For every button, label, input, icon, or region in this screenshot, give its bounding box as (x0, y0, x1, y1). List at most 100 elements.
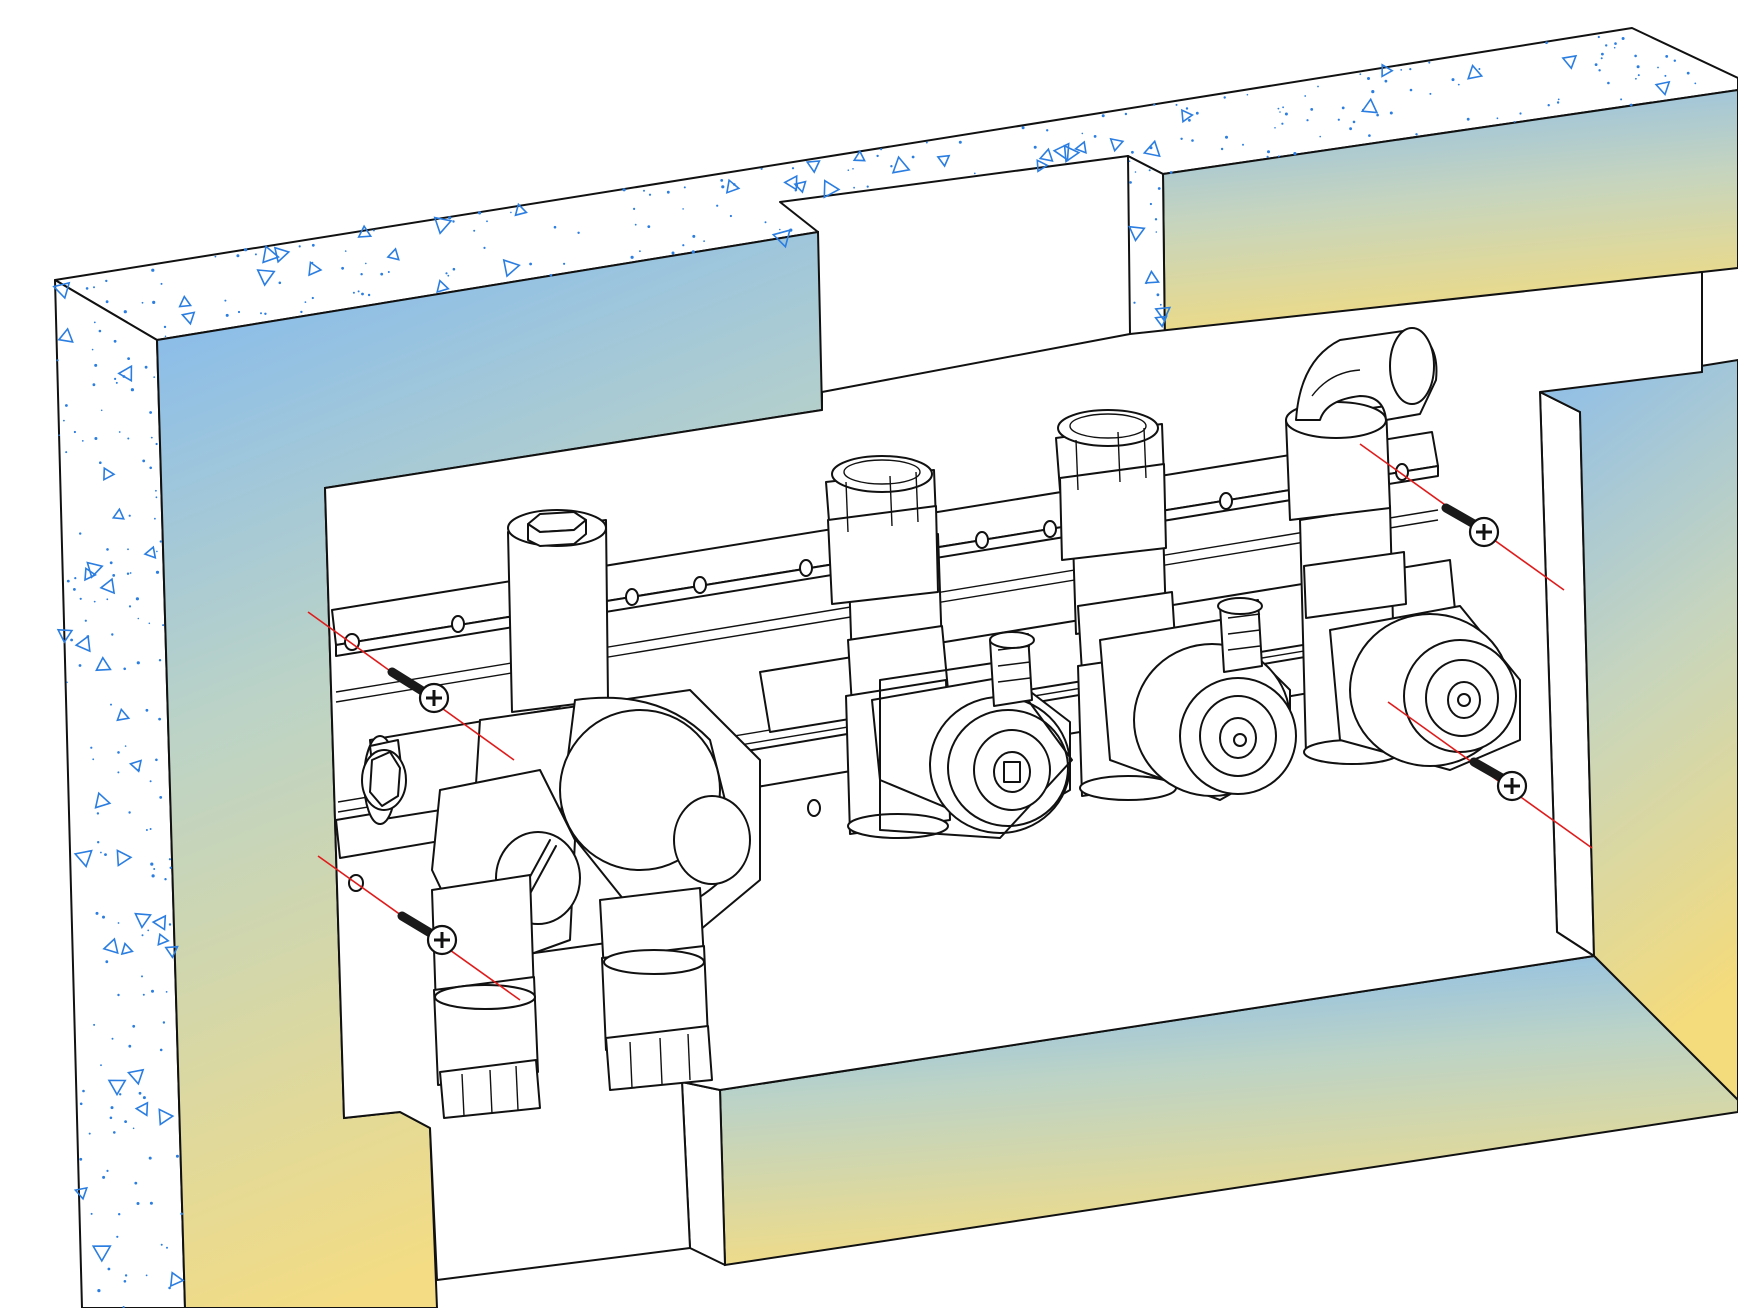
speckle-mark (876, 154, 879, 158)
speckle-mark (1496, 117, 1499, 120)
speckle-mark (1277, 155, 1280, 158)
speckle-mark (136, 1202, 140, 1205)
speckle-mark (648, 193, 652, 196)
aggregate-mark (134, 912, 152, 929)
speckle-mark (159, 796, 163, 799)
speckle-mark (733, 183, 736, 186)
speckle-mark (1545, 41, 1548, 44)
speckle-mark (853, 186, 855, 189)
speckle-mark (1225, 135, 1228, 139)
speckle-mark (148, 622, 151, 625)
speckle-mark (156, 550, 158, 553)
speckle-mark (1478, 68, 1481, 70)
speckle-mark (794, 189, 797, 192)
speckle-mark (973, 172, 976, 175)
speckle-mark (141, 934, 144, 937)
speckle-mark (117, 751, 120, 754)
speckle-mark (633, 207, 636, 210)
speckle-mark (1317, 85, 1319, 88)
speckle-mark (634, 223, 637, 226)
aggregate-mark (1381, 63, 1394, 78)
speckle-mark (155, 496, 158, 499)
concrete-pattern (52, 35, 1697, 1308)
fixing-screws (387, 503, 1528, 956)
speckle-mark (129, 572, 132, 574)
speckle-mark (66, 681, 68, 684)
speckle-mark (1605, 44, 1608, 47)
wall-left-surface (54, 279, 186, 1308)
speckle-mark (703, 240, 705, 243)
speckle-mark (1185, 107, 1189, 110)
speckle-mark (1597, 35, 1600, 39)
speckle-mark (155, 442, 158, 446)
speckle-mark (1149, 146, 1153, 150)
speckle-mark (682, 244, 685, 247)
aggregate-mark (120, 942, 134, 956)
speckle-mark (1284, 112, 1288, 116)
screw-icon (1441, 503, 1500, 548)
speckle-mark (795, 183, 799, 187)
aggregate-mark (1074, 140, 1087, 155)
speckle-mark (1635, 77, 1637, 80)
aggregate-mark (357, 224, 373, 238)
speckle-mark (56, 359, 59, 362)
speckle-mark (890, 165, 893, 168)
aggregate-mark (1154, 315, 1168, 328)
speckle-mark (149, 828, 152, 830)
speckle-mark (102, 1175, 106, 1179)
speckle-mark (486, 220, 488, 223)
speckle-mark (123, 1280, 127, 1283)
speckle-mark (90, 1212, 93, 1215)
aggregate-mark (1128, 225, 1146, 242)
speckle-mark (225, 313, 229, 317)
aggregate-mark (823, 179, 841, 199)
speckle-mark (74, 577, 77, 580)
speckle-mark (1451, 78, 1455, 82)
speckle-mark (122, 375, 126, 378)
speckle-mark (1169, 171, 1173, 174)
speckle-mark (1046, 129, 1049, 132)
speckle-mark (70, 638, 73, 642)
speckle-mark (254, 253, 257, 256)
speckle-mark (141, 301, 144, 304)
aggregate-mark (433, 216, 453, 235)
speckle-mark (1600, 57, 1603, 60)
speckle-mark (1547, 104, 1550, 107)
speckle-mark (148, 1156, 152, 1160)
speckle-mark (311, 296, 314, 300)
aggregate-mark (1052, 142, 1070, 162)
speckle-mark (357, 290, 360, 293)
speckle-mark (1409, 88, 1413, 92)
speckle-mark (1362, 108, 1364, 111)
speckle-mark (163, 325, 167, 329)
speckle-mark (1220, 147, 1224, 151)
speckle-mark (149, 1201, 153, 1205)
speckle-mark (1657, 66, 1659, 69)
speckle-mark (1389, 111, 1393, 115)
speckle-mark (1376, 113, 1379, 117)
speckle-mark (553, 225, 557, 229)
speckle-mark (127, 548, 129, 551)
aggregate-mark (134, 1101, 149, 1117)
speckle-mark (1337, 118, 1340, 121)
speckle-mark (132, 1127, 135, 1130)
speckle-mark (1371, 90, 1375, 94)
speckle-mark (643, 189, 645, 192)
aggregate-mark (99, 577, 116, 595)
speckle-mark (1281, 122, 1284, 125)
aggregate-mark (111, 507, 125, 520)
speckle-mark (164, 878, 167, 881)
speckle-mark (1384, 79, 1388, 83)
speckle-mark (478, 211, 482, 215)
speckle-mark (779, 228, 781, 231)
speckle-mark (94, 363, 98, 367)
speckle-mark (86, 635, 90, 639)
speckle-mark (78, 664, 82, 667)
speckle-mark (549, 274, 553, 277)
speckle-mark (1306, 119, 1309, 122)
speckle-mark (124, 745, 127, 747)
speckle-mark (237, 310, 241, 314)
speckle-mark (298, 245, 301, 248)
speckle-mark (1686, 71, 1690, 75)
speckle-mark (1349, 127, 1352, 131)
